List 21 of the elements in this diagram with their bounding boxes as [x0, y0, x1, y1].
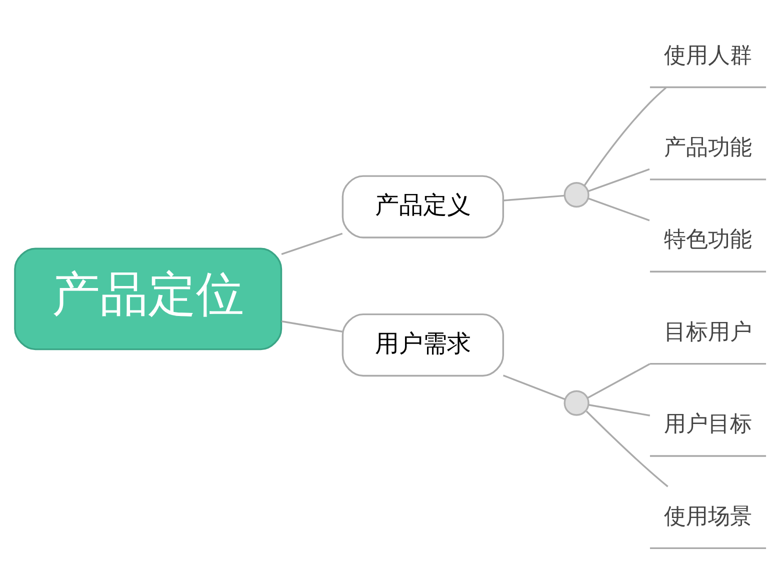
- connector: [587, 363, 650, 399]
- node-text: 使用场景: [664, 503, 752, 530]
- node-text: 目标用户: [664, 318, 752, 345]
- node-box: 产品定位: [14, 248, 282, 350]
- connector: [588, 198, 650, 222]
- node-box: 用户需求: [342, 313, 504, 377]
- connector: [586, 410, 668, 488]
- node-circle: [564, 390, 590, 416]
- node-circle: [564, 182, 590, 208]
- connector: [503, 194, 564, 202]
- node-text: 使用人群: [664, 42, 752, 68]
- connector: [588, 404, 650, 416]
- connector: [281, 232, 343, 256]
- connector: [281, 320, 342, 332]
- node-text: 用户目标: [664, 411, 752, 438]
- connector: [502, 374, 566, 400]
- connector: [584, 87, 666, 186]
- connector: [588, 168, 650, 192]
- node-text: 产品功能: [664, 134, 752, 161]
- node-text: 特色功能: [664, 226, 752, 253]
- node-box: 产品定义: [342, 175, 504, 238]
